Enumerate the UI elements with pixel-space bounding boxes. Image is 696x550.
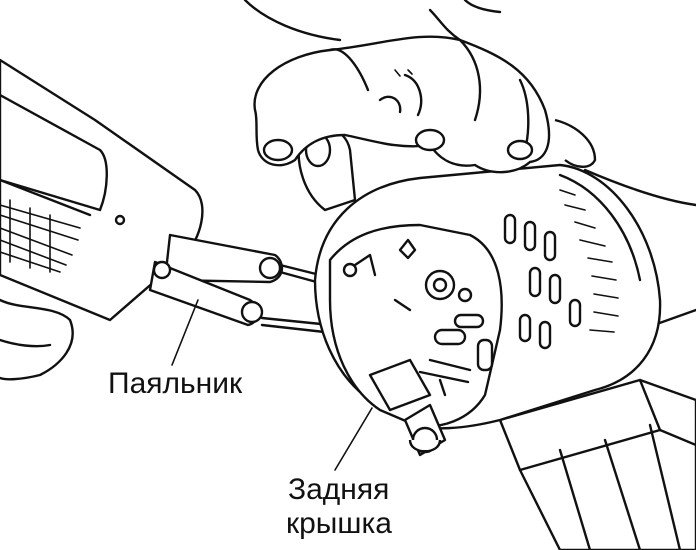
left-hand [0,298,74,381]
leader-rear-cover [334,407,373,471]
sleeve-top [243,0,502,42]
alternator [297,126,662,457]
right-hand [253,8,597,174]
leader-lines [171,299,373,471]
vent-slots [0,199,81,273]
cooling-fins [558,173,642,333]
label-rear-cover-line1: Задняя [288,473,390,506]
label-soldering-iron: Паяльник [108,367,243,400]
housing-slots [503,213,582,350]
label-rear-cover-line2: крышка [286,507,392,540]
leader-soldering-iron [171,299,199,366]
workbench [498,168,696,550]
